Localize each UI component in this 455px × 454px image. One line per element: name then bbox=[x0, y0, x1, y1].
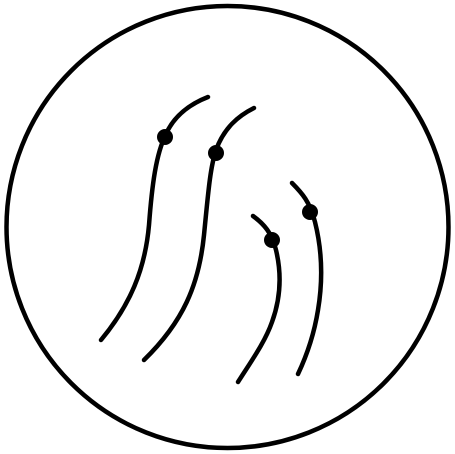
strand-1-marker bbox=[157, 129, 173, 145]
strand-4 bbox=[292, 183, 321, 374]
strand-3-marker bbox=[264, 232, 280, 248]
field-circle bbox=[7, 6, 449, 448]
strand-1-line bbox=[101, 97, 208, 340]
strand-1 bbox=[101, 97, 208, 340]
strand-2-marker bbox=[208, 145, 224, 161]
strand-4-marker bbox=[302, 204, 318, 220]
strand-3 bbox=[238, 216, 280, 382]
